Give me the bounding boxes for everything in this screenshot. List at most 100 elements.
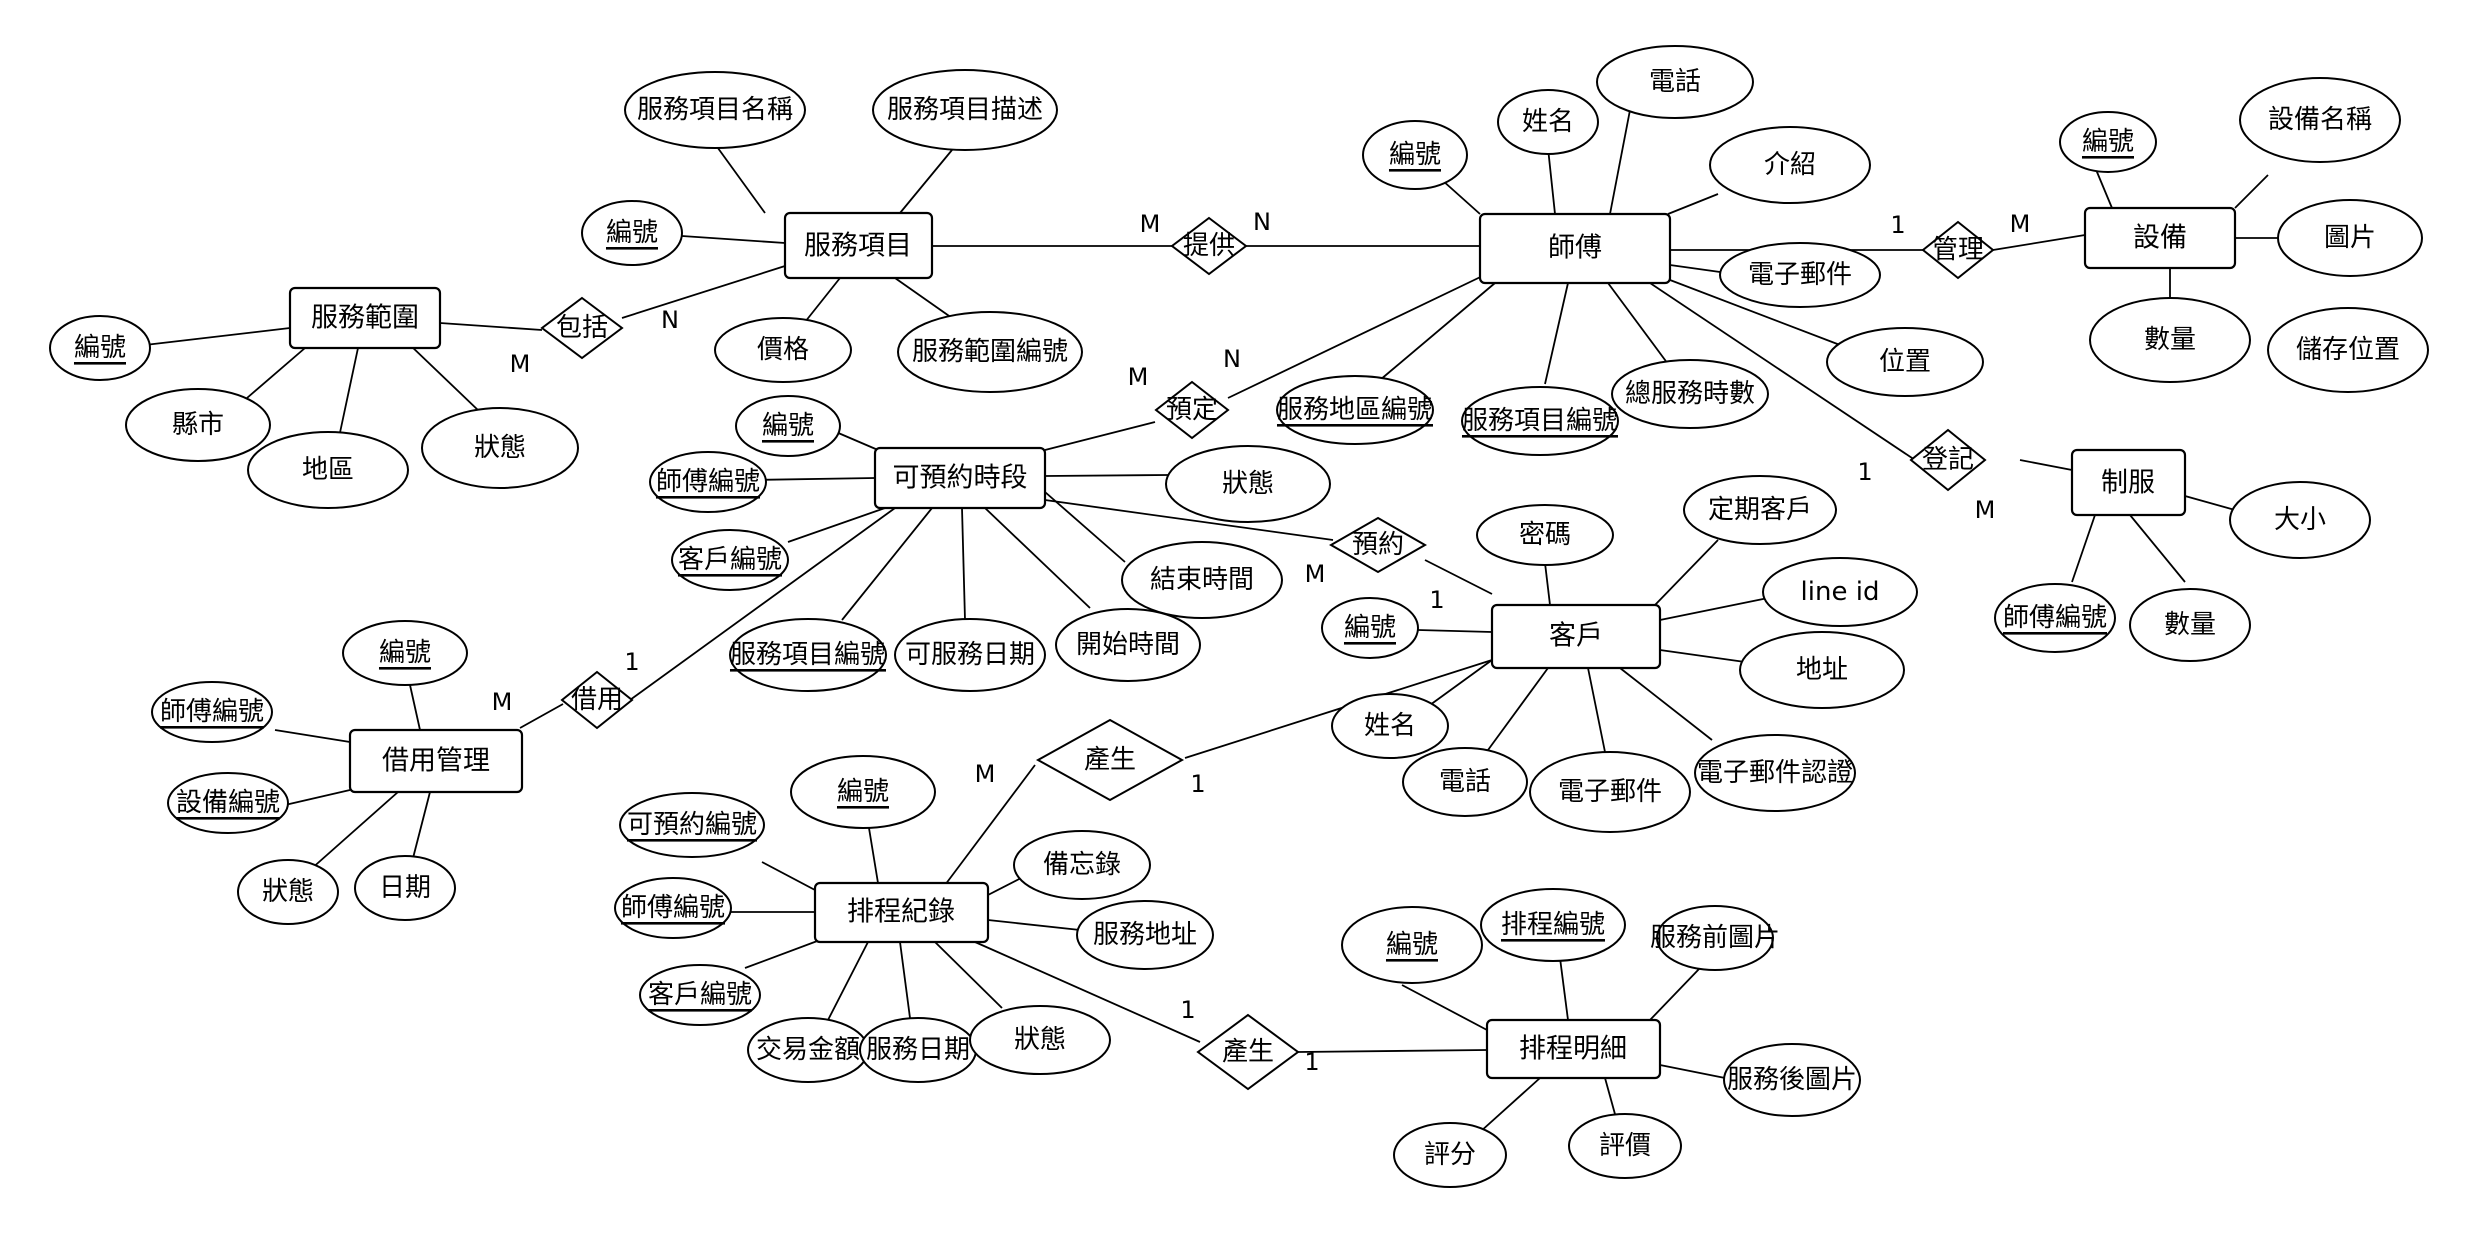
svg-text:預約: 預約 [1352, 530, 1404, 560]
attribute-zhifu-daxiao[interactable]: 大小 [2229, 481, 2371, 559]
attribute-mingxi-pingfen[interactable]: 評分 [1393, 1122, 1507, 1188]
attribute-kehu-mima[interactable]: 密碼 [1476, 504, 1614, 566]
attribute-keyuyue-zhuangtai[interactable]: 狀態 [1165, 445, 1331, 523]
relationship-yuyue[interactable]: 預約 [1328, 516, 1428, 574]
relationship-guanli[interactable]: 管理 [1921, 220, 1995, 280]
attribute-paicheng-fuwu-riqi[interactable]: 服務日期 [859, 1017, 977, 1083]
attribute-jieyong-shebei-bianhao[interactable]: 設備編號 [167, 772, 289, 834]
svg-text:交易金額: 交易金額 [756, 1035, 860, 1065]
entity-kehu[interactable]: 客戶 [1490, 603, 1662, 670]
entity-fuwu-xiangmu[interactable]: 服務項目 [783, 211, 934, 280]
attribute-shifu-jieshao[interactable]: 介紹 [1709, 126, 1871, 204]
entity-shebei[interactable]: 設備 [2083, 206, 2237, 270]
attribute-fuwu-fanwei-diqu[interactable]: 地區 [247, 431, 409, 509]
attribute-zhifu-shuliang[interactable]: 數量 [2129, 588, 2251, 662]
entity-zhifu[interactable]: 制服 [2070, 448, 2187, 517]
attribute-mingxi-pingjia[interactable]: 評價 [1568, 1113, 1682, 1179]
attribute-shebei-chucun-weizhi[interactable]: 儲存位置 [2267, 307, 2429, 393]
svg-text:編號: 編號 [1389, 140, 1441, 170]
attribute-paicheng-kehu-bianhao[interactable]: 客戶編號 [639, 964, 761, 1026]
relationship-dengji[interactable]: 登記 [1909, 428, 1987, 492]
attribute-kehu-dianzi-youjian[interactable]: 電子郵件 [1529, 751, 1691, 833]
attribute-fuwu-fanwei-bianhao[interactable]: 編號 [49, 315, 151, 381]
attribute-paicheng-beiwanglu[interactable]: 備忘錄 [1013, 830, 1151, 900]
relationship-jieyong[interactable]: 借用 [560, 670, 634, 730]
attribute-fuwu-fanwei-xianshi[interactable]: 縣市 [125, 388, 271, 462]
attribute-mingxi-fuwu-hou-tupian[interactable]: 服務後圖片 [1723, 1043, 1861, 1117]
entity-keyuyue-shiduan[interactable]: 可預約時段 [873, 446, 1047, 510]
attribute-mingxi-fuwu-qian-tupian[interactable]: 服務前圖片 [1650, 905, 1780, 971]
attribute-shifu-dianzi-youjian[interactable]: 電子郵件 [1719, 242, 1881, 308]
cardinality-label: 1 [1857, 458, 1872, 486]
attribute-shifu-xingming[interactable]: 姓名 [1497, 89, 1599, 155]
attribute-fuwu-xiangmu-bianhao[interactable]: 編號 [581, 200, 683, 266]
attribute-paicheng-fuwu-dizhi[interactable]: 服務地址 [1076, 900, 1214, 970]
attribute-kehu-line-id[interactable]: line id [1762, 557, 1918, 627]
attribute-paicheng-bianhao[interactable]: 編號 [790, 755, 936, 829]
relationship-yuding[interactable]: 預定 [1154, 380, 1230, 440]
attribute-shifu-bianhao[interactable]: 編號 [1362, 120, 1468, 190]
attribute-fuwu-xiangmu-fanwei-bianhao[interactable]: 服務範圍編號 [897, 311, 1083, 393]
attribute-keyuyue-fuwu-riqi[interactable]: 可服務日期 [894, 618, 1046, 692]
attribute-paicheng-shifu-bianhao[interactable]: 師傅編號 [614, 877, 732, 939]
svg-text:評分: 評分 [1424, 1140, 1476, 1170]
svg-text:狀態: 狀態 [1014, 1025, 1066, 1055]
svg-text:電話: 電話 [1649, 67, 1701, 97]
svg-text:制服: 制服 [2101, 468, 2155, 499]
svg-text:編號: 編號 [762, 411, 814, 441]
svg-text:儲存位置: 儲存位置 [2296, 335, 2400, 365]
attribute-zhifu-shifu-bianhao[interactable]: 師傅編號 [1994, 583, 2116, 653]
svg-text:位置: 位置 [1879, 347, 1931, 377]
attribute-fuwu-xiangmu-mingcheng[interactable]: 服務項目名稱 [624, 71, 806, 149]
entity-shifu[interactable]: 師傅 [1478, 212, 1672, 285]
relationship-chansheng-mingxi[interactable]: 產生 [1196, 1013, 1300, 1091]
attribute-keyuyue-kaishi-shijian[interactable]: 開始時間 [1055, 608, 1201, 682]
attribute-keyuyue-fuwu-xiangmu-bianhao[interactable]: 服務項目編號 [729, 618, 887, 692]
svg-text:排程編號: 排程編號 [1501, 910, 1605, 940]
svg-text:服務項目描述: 服務項目描述 [887, 95, 1043, 125]
attribute-shifu-weizhi[interactable]: 位置 [1826, 327, 1984, 397]
svg-text:定期客戶: 定期客戶 [1708, 495, 1812, 525]
attribute-mingxi-paicheng-bianhao[interactable]: 排程編號 [1480, 888, 1626, 962]
relationship-tigong[interactable]: 提供 [1170, 216, 1248, 276]
attribute-jieyong-bianhao[interactable]: 編號 [342, 620, 468, 686]
attribute-fuwu-fanwei-zhuangtai[interactable]: 狀態 [421, 407, 579, 489]
attribute-kehu-dianhua[interactable]: 電話 [1402, 747, 1528, 817]
attribute-kehu-bianhao[interactable]: 編號 [1321, 597, 1419, 659]
relationship-chansheng-kehu[interactable]: 產生 [1035, 718, 1185, 802]
attribute-keyuyue-kehu-bianhao[interactable]: 客戶編號 [671, 529, 789, 591]
attribute-jieyong-zhuangtai[interactable]: 狀態 [237, 859, 339, 925]
svg-text:狀態: 狀態 [474, 433, 526, 463]
attribute-shebei-bianhao[interactable]: 編號 [2059, 111, 2157, 173]
attribute-kehu-xingming[interactable]: 姓名 [1331, 693, 1449, 759]
attribute-keyuyue-shifu-bianhao[interactable]: 師傅編號 [649, 451, 767, 513]
attribute-mingxi-bianhao[interactable]: 編號 [1341, 906, 1483, 984]
attribute-jieyong-riqi[interactable]: 日期 [354, 855, 456, 921]
attribute-shebei-shuliang[interactable]: 數量 [2089, 297, 2251, 383]
attribute-paicheng-keyuyue-bianhao[interactable]: 可預約編號 [619, 792, 765, 858]
entity-fuwu-fanwei[interactable]: 服務範圍 [288, 286, 442, 350]
attribute-shebei-tupian[interactable]: 圖片 [2277, 199, 2423, 277]
attribute-fuwu-xiangmu-miaoshu[interactable]: 服務項目描述 [872, 69, 1058, 151]
attribute-jieyong-shifu-bianhao[interactable]: 師傅編號 [151, 681, 273, 743]
attribute-keyuyue-jieshu-shijian[interactable]: 結束時間 [1121, 541, 1283, 619]
relationship-baokuo[interactable]: 包括 [540, 296, 624, 360]
attribute-shifu-dianhua[interactable]: 電話 [1596, 45, 1754, 119]
attribute-shifu-fuwu-xiangmu-bianhao[interactable]: 服務項目編號 [1461, 386, 1619, 456]
attribute-shebei-mingcheng[interactable]: 設備名稱 [2239, 77, 2401, 163]
cardinality-label: M [1140, 210, 1161, 238]
attribute-paicheng-zhuangtai[interactable]: 狀態 [969, 1005, 1111, 1075]
attribute-kehu-dingqi-kehu[interactable]: 定期客戶 [1683, 475, 1837, 545]
attribute-kehu-dizhi[interactable]: 地址 [1739, 631, 1905, 709]
entity-paicheng-mingxi[interactable]: 排程明細 [1485, 1018, 1662, 1080]
entity-paicheng-jilu[interactable]: 排程紀錄 [813, 881, 990, 944]
attribute-shifu-fuwu-diqu-bianhao[interactable]: 服務地區編號 [1276, 375, 1434, 445]
entity-jieyong-guanli[interactable]: 借用管理 [348, 728, 524, 794]
attribute-paicheng-jiaoyi-jine[interactable]: 交易金額 [747, 1017, 869, 1083]
attribute-keyuyue-bianhao[interactable]: 編號 [735, 395, 841, 457]
attribute-kehu-youjian-renzheng[interactable]: 電子郵件認證 [1694, 734, 1856, 812]
attribute-fuwu-xiangmu-jiage[interactable]: 價格 [714, 317, 852, 383]
svg-text:備忘錄: 備忘錄 [1043, 850, 1121, 880]
attribute-shifu-zong-shishu[interactable]: 總服務時數 [1611, 359, 1769, 429]
